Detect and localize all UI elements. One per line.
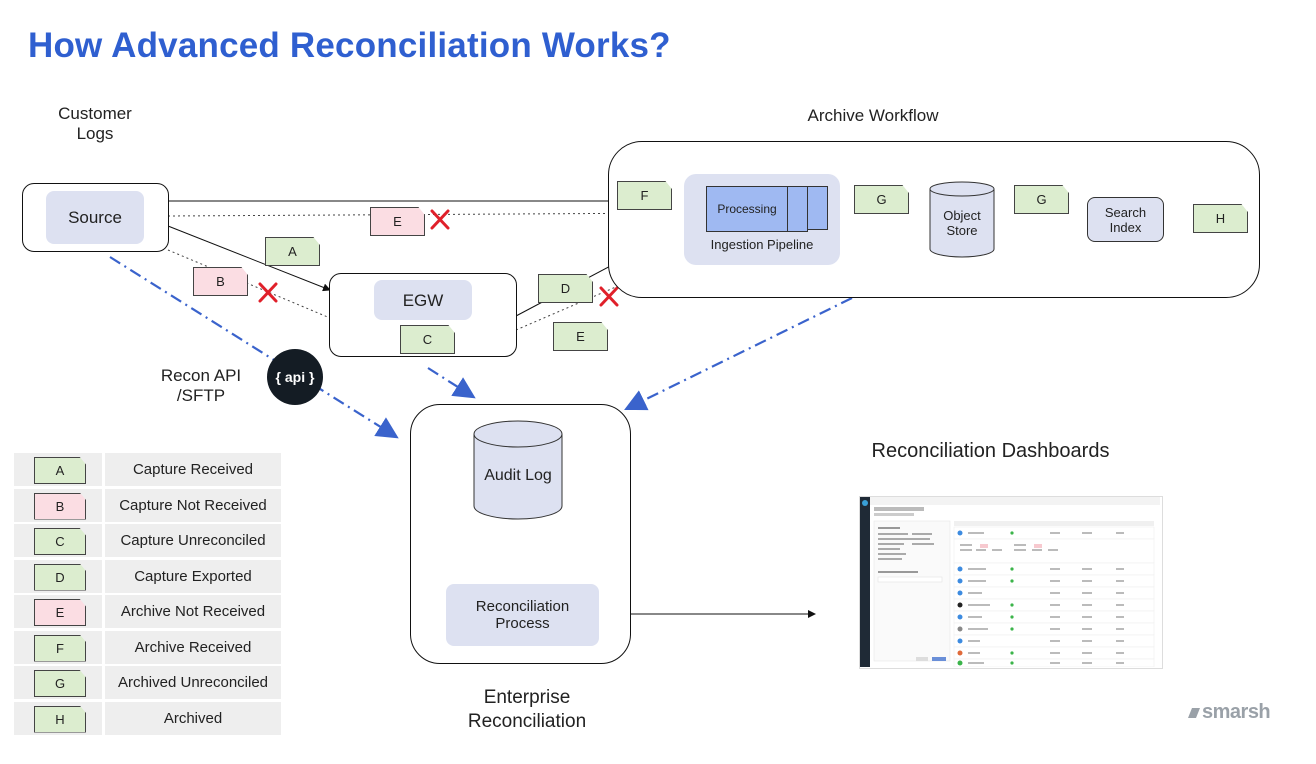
legend-tag: E — [34, 599, 86, 626]
recon-flow-archive — [624, 297, 853, 411]
tag-e-bottom: E — [553, 322, 608, 351]
flow-source-to-egw — [167, 225, 331, 292]
legend-tag: G — [34, 670, 86, 697]
tag-h: H — [1193, 204, 1248, 233]
legend-row: G Archived Unreconciled — [14, 666, 281, 699]
legend-tag: F — [34, 634, 86, 662]
tag-g-left: G — [854, 185, 909, 214]
legend-row: A Capture Received — [14, 453, 281, 486]
legend-label: Capture Exported — [105, 559, 281, 593]
tag-c: C — [400, 325, 455, 354]
reconciliation-dashboards-label: Reconciliation Dashboards — [871, 440, 1110, 462]
recon-flow-source — [109, 256, 399, 439]
legend-tag: H — [34, 705, 86, 733]
ingestion-pipeline-label: Ingestion Pipeline — [710, 237, 814, 252]
recon-api-label: Recon API /SFTP — [160, 366, 242, 405]
legend-tag: D — [34, 563, 86, 591]
object-store-cylinder — [929, 181, 995, 258]
flow-source-to-ingestion-failed — [167, 212, 685, 217]
legend-label: Capture Not Received — [105, 488, 281, 522]
reconciliation-process-node: Reconciliation Process — [446, 584, 599, 646]
tag-f: F — [617, 181, 672, 210]
legend-tag: B — [34, 492, 86, 520]
legend-row: H Archived — [14, 701, 281, 735]
legend-row: D Capture Exported — [14, 559, 281, 593]
legend-tag: C — [34, 528, 86, 555]
legend-row: E Archive Not Received — [14, 595, 281, 628]
egw-node: EGW — [374, 280, 472, 320]
smarsh-logo-icon — [1188, 708, 1200, 718]
audit-log-label: Audit Log — [484, 467, 552, 484]
legend-label: Archived Unreconciled — [105, 666, 281, 699]
tag-e-top: E — [370, 207, 425, 236]
dashboard-thumbnail — [859, 496, 1163, 669]
legend-label: Capture Unreconciled — [105, 524, 281, 557]
legend-row: F Archive Received — [14, 630, 281, 664]
audit-log-cylinder — [473, 420, 563, 520]
legend-label: Archive Not Received — [105, 595, 281, 628]
enterprise-reconciliation-label: Enterprise Reconciliation — [467, 687, 587, 732]
legend-row: B Capture Not Received — [14, 488, 281, 522]
recon-flow-egw — [427, 367, 476, 399]
archive-workflow-label: Archive Workflow — [807, 106, 939, 125]
source-node: Source — [46, 191, 144, 244]
ingestion-pipeline-node: Processing Ingestion Pipeline — [684, 174, 840, 265]
api-badge-icon: { api } — [267, 349, 323, 405]
smarsh-logo: smarsh — [1186, 700, 1271, 724]
brand-name: smarsh — [1202, 700, 1271, 723]
page-title: How Advanced Reconciliation Works? — [28, 26, 671, 65]
dashboard-thumbnail-graphic — [860, 497, 1160, 667]
failure-cross-e-top — [430, 209, 450, 230]
flow-source-to-egw-failed — [167, 249, 331, 319]
egw-container: EGW — [329, 273, 517, 357]
legend-label: Capture Received — [105, 453, 281, 486]
processing-node: Processing — [706, 186, 788, 232]
legend-label: Archived — [105, 701, 281, 735]
tag-b: B — [193, 267, 248, 296]
legend-row: C Capture Unreconciled — [14, 524, 281, 557]
search-index-node: Search Index — [1087, 197, 1164, 242]
tag-g-right: G — [1014, 185, 1069, 214]
object-store-label: Object Store — [943, 208, 981, 238]
flow-egw-to-ingestion-failed — [515, 254, 691, 331]
customer-logs-label: Customer Logs — [58, 104, 132, 143]
tag-a: A — [265, 237, 320, 266]
source-container: Source — [22, 183, 169, 252]
tag-d: D — [538, 274, 593, 303]
legend-label: Archive Received — [105, 630, 281, 664]
failure-cross-b — [258, 282, 278, 303]
legend-tag: A — [34, 457, 86, 484]
failure-cross-e-bottom — [599, 286, 619, 307]
